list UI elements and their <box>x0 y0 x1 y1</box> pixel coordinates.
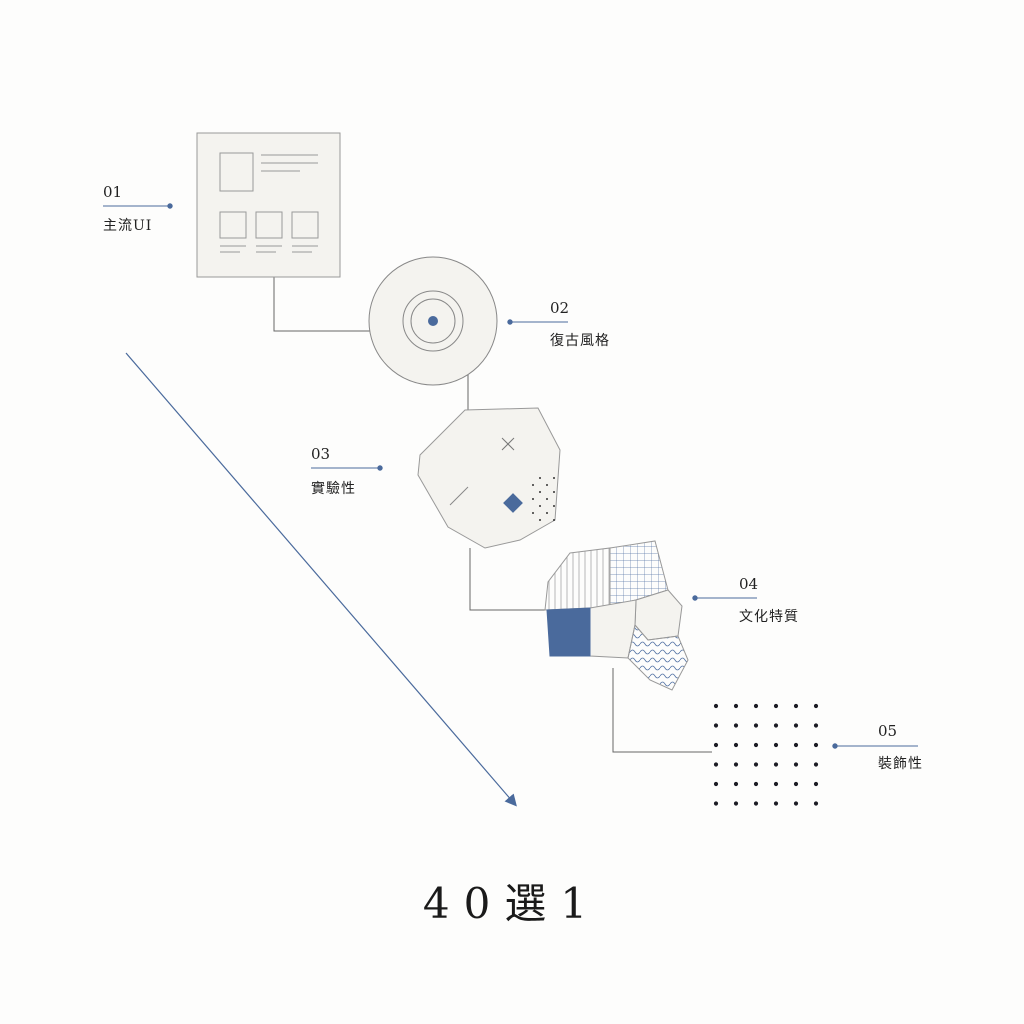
ui-wireframe-icon <box>196 132 341 278</box>
grid-dot <box>773 703 779 709</box>
grid-dot <box>713 723 719 728</box>
texture-dot <box>539 477 541 479</box>
texture-dot <box>553 491 555 493</box>
dot-grid-icon <box>713 703 819 806</box>
grid-dot <box>733 801 739 806</box>
grid-dot <box>813 703 819 709</box>
patchwork-icon <box>544 540 689 691</box>
vinyl-record-icon <box>368 256 498 386</box>
texture-dot <box>553 477 555 479</box>
grid-dot <box>773 742 779 748</box>
grid-dot <box>733 703 739 709</box>
grid-dot <box>793 723 799 728</box>
grid-dot <box>813 742 819 748</box>
grid-dot <box>713 762 719 767</box>
grid-dot <box>753 781 759 787</box>
footer-title: 40選1 <box>422 879 602 928</box>
grid-dot <box>733 723 739 728</box>
grid-dot <box>753 703 759 709</box>
experimental-polygon-icon <box>417 407 561 549</box>
grid-dot <box>753 723 759 728</box>
grid-dot <box>773 762 779 767</box>
texture-dot <box>546 498 548 500</box>
connectors <box>273 277 712 753</box>
step-label-02: 復古風格 <box>550 333 610 349</box>
texture-dot <box>532 512 534 514</box>
grid-dot <box>773 723 779 728</box>
grid-dot <box>733 762 739 767</box>
texture-dot <box>546 512 548 514</box>
texture-dot <box>539 505 541 507</box>
step-label-01: 主流UI <box>103 218 153 234</box>
step-number-03: 03 <box>311 445 331 463</box>
step-number-02: 02 <box>550 299 570 317</box>
grid-dot <box>713 742 719 748</box>
step-label-04: 文化特質 <box>739 609 799 625</box>
grid-dot <box>713 781 719 787</box>
grid-dot <box>733 781 739 787</box>
grid-dot <box>813 723 819 728</box>
grid-dot <box>713 801 719 806</box>
grid-dot <box>773 781 779 787</box>
step-number-05: 05 <box>878 722 898 740</box>
grid-dot <box>793 742 799 748</box>
texture-dot <box>553 519 555 521</box>
grid-dot <box>813 781 819 787</box>
grid-dot <box>753 801 759 806</box>
grid-dot <box>753 742 759 748</box>
texture-dot <box>539 491 541 493</box>
step-label-03: 實驗性 <box>311 481 356 497</box>
texture-dot <box>553 505 555 507</box>
grid-dot <box>713 703 719 709</box>
grid-dot <box>793 781 799 787</box>
grid-dot <box>793 801 799 806</box>
texture-dot <box>532 498 534 500</box>
grid-dot <box>773 801 779 806</box>
grid-dot <box>813 801 819 806</box>
texture-dot <box>532 484 534 486</box>
grid-dot <box>753 762 759 767</box>
flow-arrow <box>125 352 517 807</box>
texture-dot <box>539 519 541 521</box>
grid-dot <box>793 703 799 709</box>
step-number-04: 04 <box>739 575 759 593</box>
step-number-01: 01 <box>103 183 123 201</box>
texture-dot <box>546 484 548 486</box>
grid-dot <box>813 762 819 767</box>
grid-dot <box>793 762 799 767</box>
grid-dot <box>733 742 739 748</box>
step-label-05: 裝飾性 <box>878 756 923 772</box>
label-leaders <box>103 203 918 749</box>
